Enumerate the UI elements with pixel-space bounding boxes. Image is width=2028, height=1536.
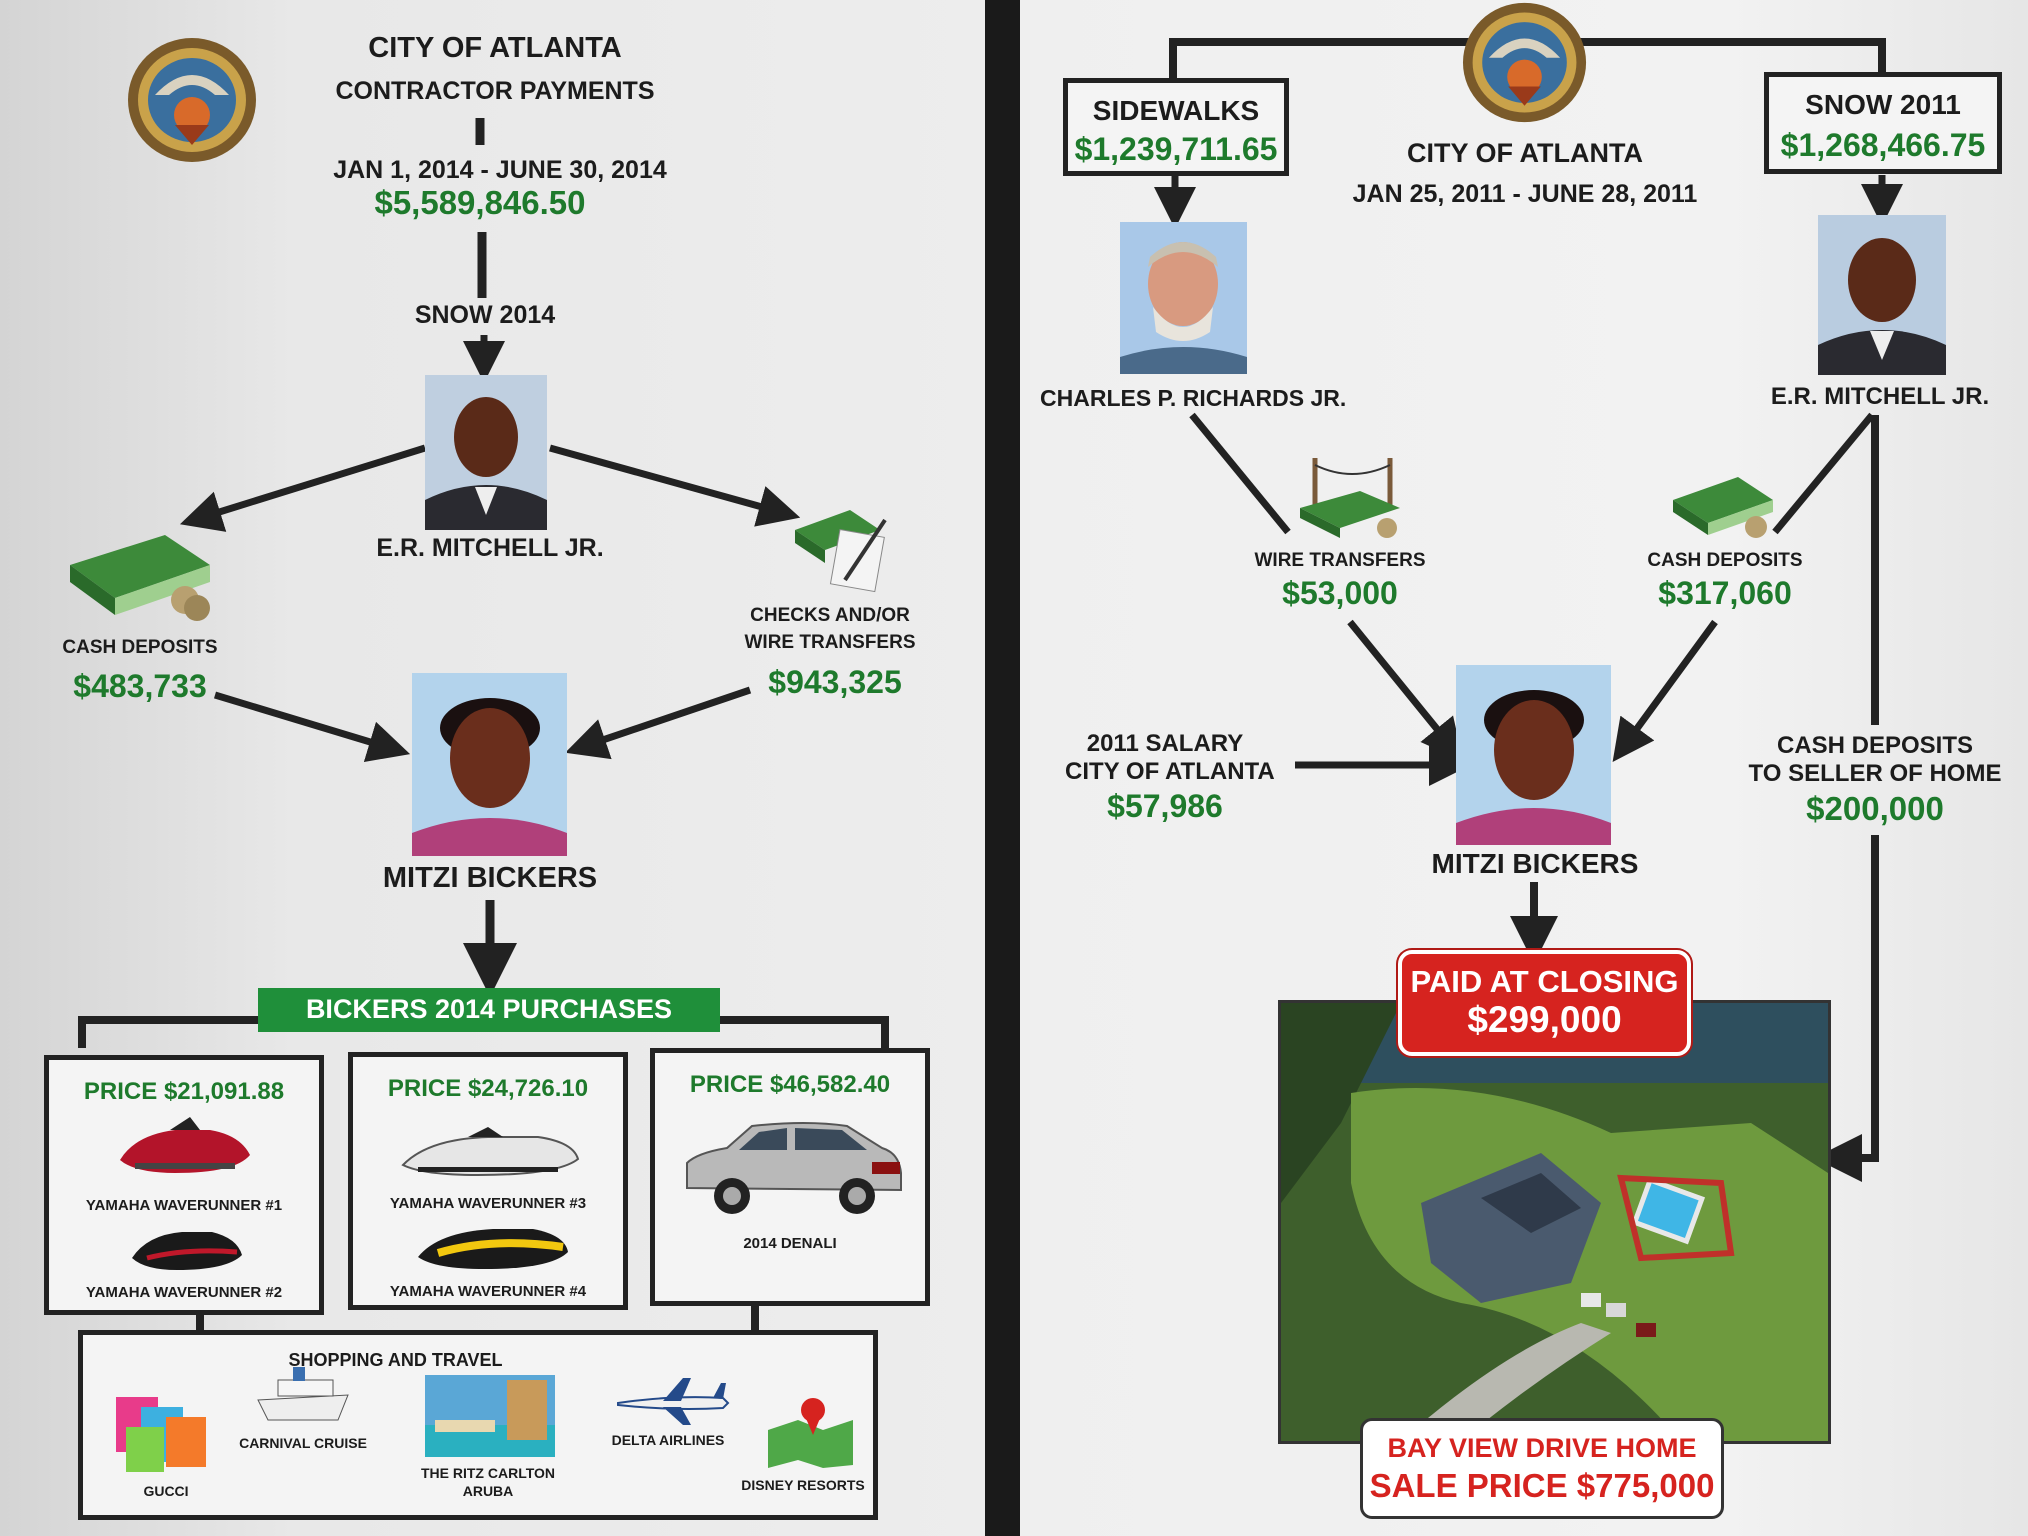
left-checks-amount: $943,325 [768,664,902,700]
purchase-price-3: PRICE $46,582.40 [689,1071,891,1098]
wire-label: WIRE TRANSFERS [1254,550,1426,571]
left-period: JAN 1, 2014 - JUNE 30, 2014 [333,156,667,184]
right-cash-label: CASH DEPOSITS [1647,550,1803,571]
ritz-hotel-photo [425,1375,555,1457]
jet-ski-icon [401,1127,580,1177]
jet-ski-icon [418,1229,568,1269]
paid-line1: PAID AT CLOSING [1410,964,1679,999]
sidewalks-amount: $1,239,711.65 [1074,131,1278,167]
right-bickers-name: MITZI BICKERS [1431,848,1639,879]
home-line2: SALE PRICE $775,000 [1369,1467,1715,1504]
left-board: CITY OF ATLANTA CONTRACTOR PAYMENTS JAN … [0,0,985,1536]
mitchell-photo-right [1818,215,1946,375]
richards-name: CHARLES P. RICHARDS JR. [1040,385,1347,411]
atlanta-seal-icon [128,38,256,162]
right-board: SIDEWALKS $1,239,711.65 SNOW 2011 $1,268… [1020,0,2028,1536]
jet-ski-icon [132,1232,242,1270]
shopping-ritz-1: THE RITZ CARLTON [420,1465,556,1481]
purchase-box-2: PRICE $24,726.10 YAMAHA WAVERUNNER #3 YA… [348,1052,628,1310]
shopping-travel-box: SHOPPING AND TRAVEL GUCCI CARNIVAL CRUIS… [78,1330,878,1520]
bickers-photo-right [1456,665,1611,845]
board-divider [985,0,1020,1536]
check-pen-icon [795,510,887,593]
map-pin-icon [768,1398,853,1468]
bay-view-badge: BAY VIEW DRIVE HOME SALE PRICE $775,000 [1360,1418,1724,1519]
left-total: $5,589,846.50 [374,184,586,221]
sidewalks-box: SIDEWALKS $1,239,711.65 [1063,78,1289,176]
left-cash-label: CASH DEPOSITS [62,637,218,658]
purchase-price-2: PRICE $24,726.10 [387,1075,589,1102]
snow-2011-amount: $1,268,466.75 [1780,127,1986,163]
shopping-header: SHOPPING AND TRAVEL [288,1350,503,1370]
snow-2011-box: SNOW 2011 $1,268,466.75 [1764,72,2002,174]
paid-at-closing-badge: PAID AT CLOSING $299,000 [1398,950,1691,1056]
right-cash-amount: $317,060 [1658,575,1792,611]
wire-transfer-icon [1300,458,1400,538]
home-line1: BAY VIEW DRIVE HOME [1387,1433,1697,1463]
shopping-carnival: CARNIVAL CRUISE [239,1435,367,1451]
richards-photo [1120,222,1247,374]
seller-line2: TO SELLER OF HOME [1748,760,2002,787]
mitchell-photo [425,375,547,530]
purchases-header-text: BICKERS 2014 PURCHASES [305,994,673,1024]
suv-icon [686,1122,902,1214]
purchase-item-1b: YAMAHA WAVERUNNER #2 [85,1284,283,1301]
salary-amount: $57,986 [1107,788,1223,824]
salary-line1: 2011 SALARY [1086,730,1244,757]
salary-line2: CITY OF ATLANTA [1065,758,1275,785]
shopping-bags-icon [116,1397,206,1472]
left-checks-label-1: CHECKS AND/OR [750,605,910,626]
cash-stack-icon [70,535,210,621]
purchase-item-1a: YAMAHA WAVERUNNER #1 [85,1197,283,1214]
shopping-ritz-2: ARUBA [462,1483,514,1499]
seller-line1: CASH DEPOSITS [1776,732,1974,759]
left-cash-amount: $483,733 [73,668,207,704]
seller-amount: $200,000 [1806,790,1944,827]
paid-line2: $299,000 [1467,999,1622,1040]
purchase-item-2b: YAMAHA WAVERUNNER #4 [389,1283,587,1300]
purchase-box-3: PRICE $46,582.40 2014 DENALI [650,1048,930,1306]
snow-2011-label: SNOW 2011 [1805,89,1961,120]
left-mitchell-name: E.R. MITCHELL JR. [376,534,604,562]
left-bickers-name: MITZI BICKERS [382,862,598,894]
jet-ski-icon [120,1117,250,1173]
left-snow-label: SNOW 2014 [414,301,556,329]
left-subtitle: CONTRACTOR PAYMENTS [335,77,655,105]
purchase-price-1: PRICE $21,091.88 [83,1078,285,1105]
bickers-photo [412,673,567,856]
left-checks-label-2: WIRE TRANSFERS [744,632,916,653]
shopping-gucci: GUCCI [143,1483,189,1499]
left-title: CITY OF ATLANTA [368,32,622,64]
right-period: JAN 25, 2011 - JUNE 28, 2011 [1352,180,1698,208]
right-title: CITY OF ATLANTA [1407,138,1643,168]
purchase-item-2a: YAMAHA WAVERUNNER #3 [389,1195,587,1212]
shopping-delta: DELTA AIRLINES [611,1432,725,1448]
purchase-item-3: 2014 DENALI [743,1235,837,1252]
aerial-home-photo [1278,1000,1831,1444]
airplane-icon [617,1378,730,1425]
cruise-ship-icon [257,1367,349,1421]
right-mitchell-name: E.R. MITCHELL JR. [1770,383,1990,410]
purchase-box-1: PRICE $21,091.88 YAMAHA WAVERUNNER #1 YA… [44,1055,324,1315]
sidewalks-label: SIDEWALKS [1092,95,1260,126]
shopping-disney: DISNEY RESORTS [741,1477,865,1493]
atlanta-seal-icon [1462,2,1587,123]
purchases-header: BICKERS 2014 PURCHASES [258,988,720,1032]
cash-stack-icon [1673,477,1773,538]
wire-amount: $53,000 [1282,575,1398,611]
